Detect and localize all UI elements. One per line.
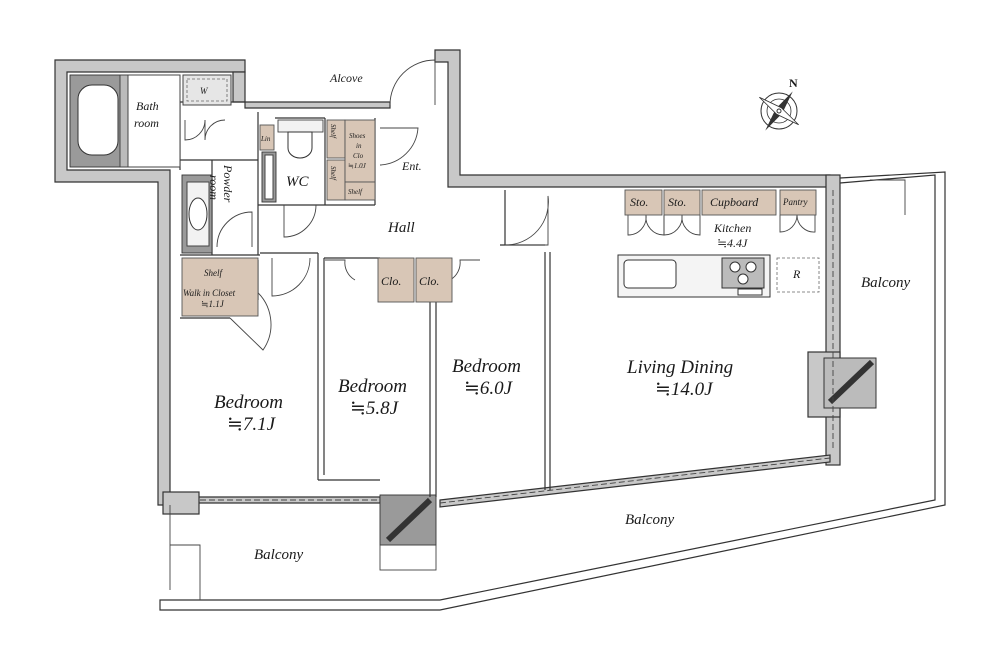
shoes-label-4: ≒1.0J xyxy=(348,162,367,170)
window-frames xyxy=(200,190,834,504)
balcony-left-label: Balcony xyxy=(254,547,303,563)
powder-label-2: room xyxy=(207,175,221,200)
compass-icon xyxy=(759,91,799,131)
bedroom-2-size: ≒5.8J xyxy=(350,398,400,419)
closet-2 xyxy=(415,257,453,303)
balcony-middle-label: Balcony xyxy=(625,512,674,528)
hall-label: Hall xyxy=(387,220,415,236)
shoes-label-1: Shoes xyxy=(349,132,366,140)
closet-2-label: Clo. xyxy=(419,274,439,288)
room-labels: Bath room W Lin Powder room WC Shelf She… xyxy=(134,71,910,563)
wic-shelf-label: Shelf xyxy=(204,268,223,278)
wc-label: WC xyxy=(286,174,309,190)
entrance-label: Ent. xyxy=(401,159,422,173)
balcony-outline xyxy=(159,171,946,611)
bedroom-1-label: Bedroom xyxy=(214,392,283,413)
living-dining-label: Living Dining xyxy=(626,357,733,378)
fridge-label: R xyxy=(792,267,801,281)
alcove-label: Alcove xyxy=(329,71,363,85)
shelf-vertical-2: Shelf xyxy=(329,166,337,181)
fridge-space xyxy=(776,257,820,293)
kitchen-storage xyxy=(624,189,817,216)
kitchen-label: Kitchen xyxy=(713,221,751,235)
storage-2-label: Sto. xyxy=(668,195,686,209)
bath-label-2: room xyxy=(134,116,159,130)
cupboard-label: Cupboard xyxy=(710,195,759,209)
washer-area xyxy=(182,74,232,106)
bathtub xyxy=(69,74,181,168)
walk-in-closet xyxy=(181,257,259,317)
linen-label: Lin xyxy=(260,135,271,143)
powder-label: Powder xyxy=(221,164,235,203)
washbasin xyxy=(181,174,213,254)
bedroom-2-label: Bedroom xyxy=(338,376,407,397)
shelf-small-label: Shelf xyxy=(348,188,363,196)
linen-storage xyxy=(259,124,275,151)
kitchen-counter xyxy=(617,254,771,298)
compass-label: N xyxy=(789,76,798,90)
pantry-label: Pantry xyxy=(782,197,808,207)
shoe-closet xyxy=(326,119,376,201)
toilet-icon xyxy=(261,119,324,203)
storage-1-label: Sto. xyxy=(630,195,648,209)
shelf-vertical-1: Shelf xyxy=(329,124,337,139)
wic-label: Walk in Closet xyxy=(183,288,236,298)
shoes-label-2: in xyxy=(356,142,362,150)
kitchen-size-label: ≒4.4J xyxy=(717,236,748,250)
balcony-right-label: Balcony xyxy=(861,275,910,291)
bedroom-1-size: ≒7.1J xyxy=(227,414,277,435)
closet-1-label: Clo. xyxy=(381,274,401,288)
washer-label: W xyxy=(200,86,209,96)
living-dining-size: ≒14.0J xyxy=(655,379,714,400)
bedroom-3-label: Bedroom xyxy=(452,356,521,377)
bedroom-3-size: ≒6.0J xyxy=(464,378,514,399)
closet-1 xyxy=(377,257,415,303)
shoes-label-3: Clo xyxy=(353,152,364,160)
bath-label: Bath xyxy=(136,99,159,113)
wic-size-label: ≒1.1J xyxy=(201,299,225,309)
